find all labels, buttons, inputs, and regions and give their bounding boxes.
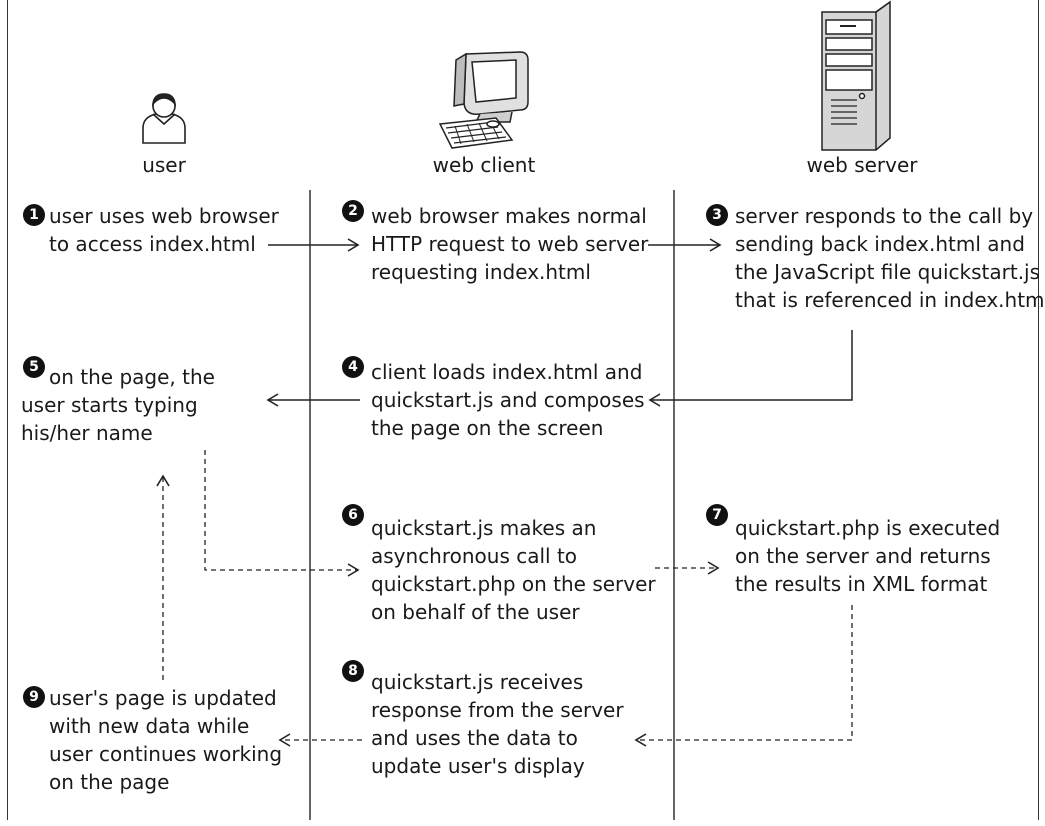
step-8-line-4: update user's display bbox=[371, 754, 585, 778]
step-6-line-4: on behalf of the user bbox=[371, 600, 580, 624]
step-5-line-1: on the page, the bbox=[49, 365, 215, 389]
computer-icon bbox=[438, 51, 529, 149]
step-5-badge: 5 bbox=[23, 356, 45, 378]
step-1-line-1: user uses web browser bbox=[49, 204, 279, 228]
arrow-step5-to-step6 bbox=[204, 450, 360, 577]
step-6-text: quickstart.js makes an asynchronous call… bbox=[371, 514, 656, 626]
step-2-text: web browser makes normal HTTP request to… bbox=[371, 202, 648, 286]
step-4-text: client loads index.html and quickstart.j… bbox=[371, 358, 645, 442]
step-6-line-2: asynchronous call to bbox=[371, 544, 578, 568]
step-3-line-1: server responds to the call by bbox=[735, 204, 1034, 228]
step-3-text: server responds to the call by sending b… bbox=[735, 202, 1045, 314]
step-7-text: quickstart.php is executed on the server… bbox=[735, 514, 1000, 598]
step-8-text: quickstart.js receives response from the… bbox=[371, 668, 624, 780]
step-8-line-2: response from the server bbox=[371, 698, 624, 722]
step-1-line-2: to access index.html bbox=[49, 232, 256, 256]
step-5-line-3: his/her name bbox=[21, 421, 153, 445]
step-8-badge: 8 bbox=[342, 660, 364, 682]
step-6-line-3: quickstart.php on the server bbox=[371, 572, 656, 596]
arrow-step7-to-step8 bbox=[634, 605, 853, 747]
step-1-text: user uses web browser to access index.ht… bbox=[49, 202, 279, 258]
step-6-badge: 6 bbox=[342, 504, 364, 526]
actor-label-server: web server bbox=[806, 153, 918, 177]
step-6-line-1: quickstart.js makes an bbox=[371, 516, 597, 540]
actor-label-user: user bbox=[142, 153, 186, 177]
step-7-line-2: on the server and returns bbox=[735, 544, 991, 568]
diagram-frame bbox=[7, 0, 1039, 820]
step-2-line-1: web browser makes normal bbox=[371, 204, 647, 228]
step-9-line-3: user continues working bbox=[49, 742, 283, 766]
server-icon bbox=[821, 0, 891, 151]
step-5-text: on the page, the user starts typing his/… bbox=[21, 363, 215, 447]
step-7-line-1: quickstart.php is executed bbox=[735, 516, 1001, 540]
step-7-badge: 7 bbox=[706, 504, 728, 526]
step-9-line-1: user's page is updated bbox=[49, 686, 277, 710]
step-8-line-1: quickstart.js receives bbox=[371, 670, 584, 694]
step-4-line-3: the page on the screen bbox=[371, 416, 604, 440]
step-5-line-2: user starts typing bbox=[21, 393, 198, 417]
step-1-badge: 1 bbox=[23, 204, 45, 226]
step-9-badge: 9 bbox=[23, 686, 45, 708]
step-3-badge: 3 bbox=[706, 204, 728, 226]
step-9-line-4: on the page bbox=[49, 770, 170, 794]
step-9-text: user's page is updated with new data whi… bbox=[49, 684, 282, 796]
step-8-line-3: and uses the data to bbox=[371, 726, 578, 750]
step-4-badge: 4 bbox=[342, 356, 364, 378]
arrow-step3-to-step4 bbox=[648, 330, 853, 407]
step-9-line-2: with new data while bbox=[49, 714, 250, 738]
step-3-line-2: sending back index.html and bbox=[735, 232, 1025, 256]
step-3-line-4: that is referenced in index.html bbox=[735, 288, 1045, 312]
step-2-badge: 2 bbox=[342, 200, 364, 222]
step-3-line-3: the JavaScript file quickstart.js bbox=[735, 260, 1041, 284]
step-2-line-3: requesting index.html bbox=[371, 260, 591, 284]
step-2-line-2: HTTP request to web server bbox=[371, 232, 649, 256]
user-icon bbox=[142, 93, 186, 144]
step-4-line-2: quickstart.js and composes bbox=[371, 388, 645, 412]
step-4-line-1: client loads index.html and bbox=[371, 360, 643, 384]
actor-label-client: web client bbox=[432, 153, 536, 177]
step-7-line-3: the results in XML format bbox=[735, 572, 988, 596]
